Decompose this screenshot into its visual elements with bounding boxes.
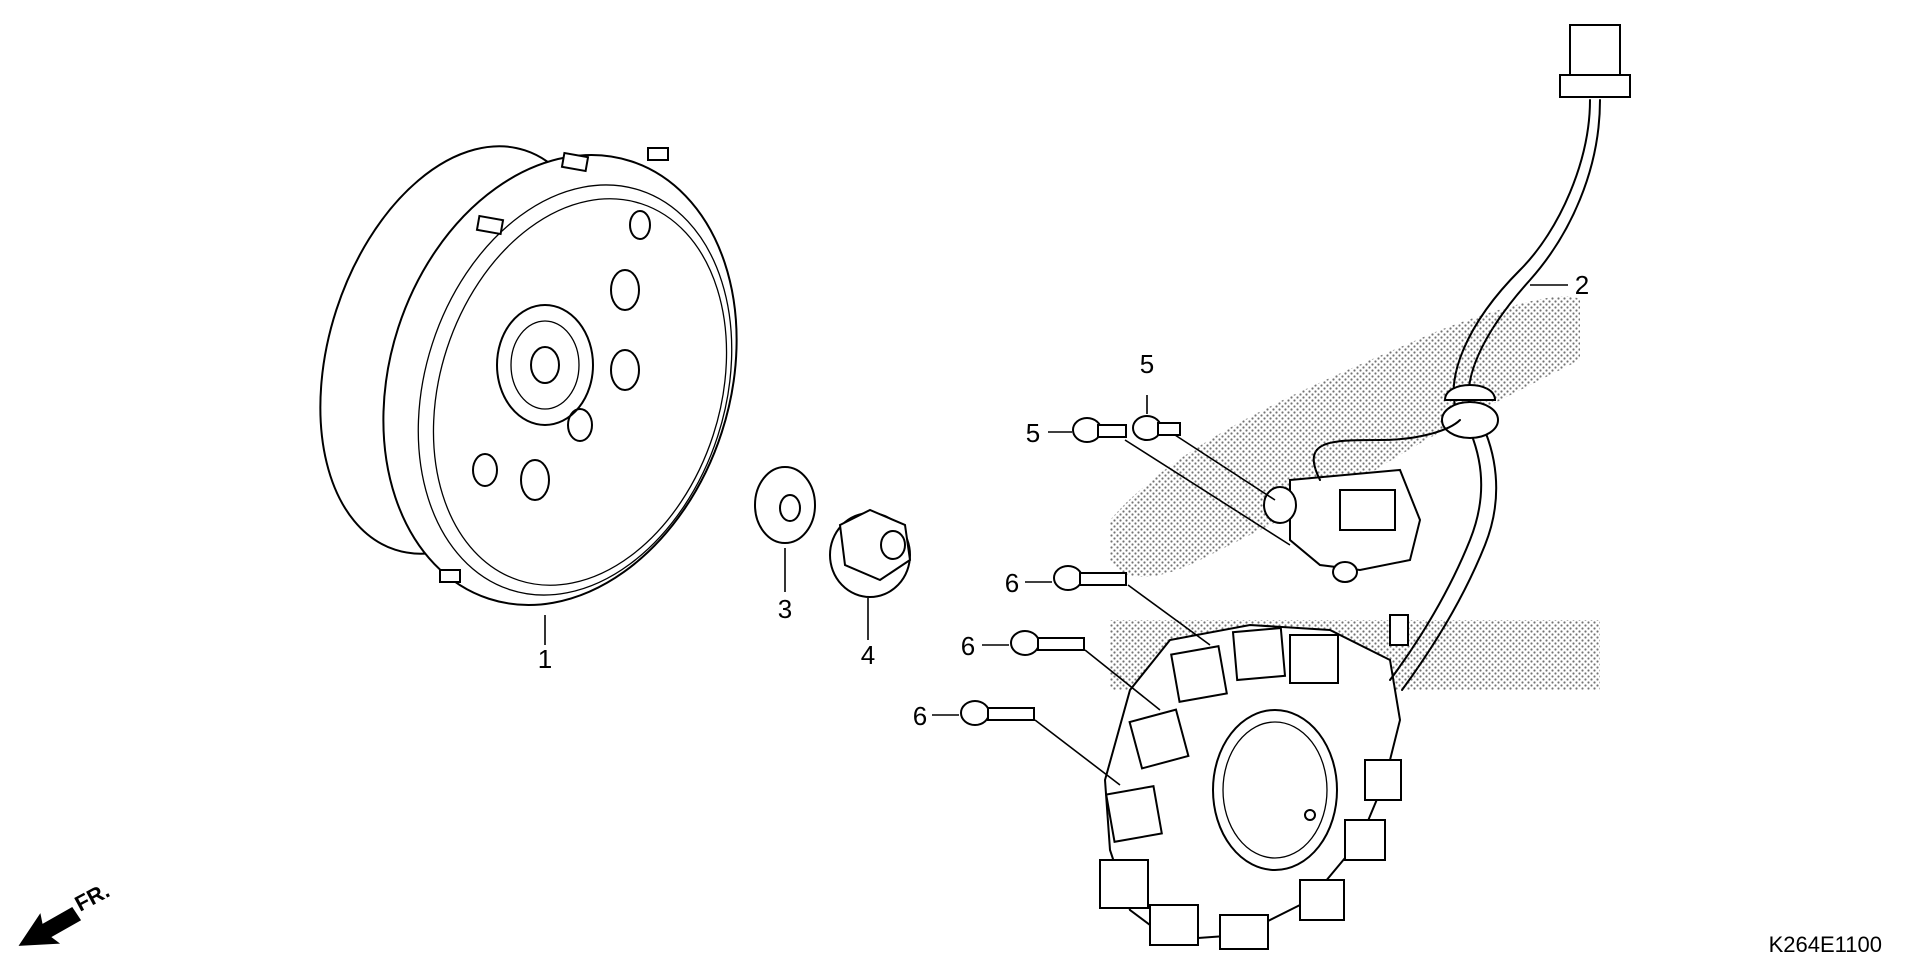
bolt-5-left xyxy=(1048,417,1291,546)
bolt-6-upper xyxy=(1025,565,1211,646)
diagram-code: K264E1100 xyxy=(1769,932,1882,957)
callout-6-lower: 6 xyxy=(913,701,927,731)
callout-2: 2 xyxy=(1575,270,1589,300)
front-direction-arrow: FR. xyxy=(18,878,114,946)
callout-6-upper: 6 xyxy=(1005,568,1019,598)
direction-label: FR. xyxy=(71,878,114,917)
washer-part xyxy=(754,466,816,592)
callout-5-left: 5 xyxy=(1026,418,1040,448)
flywheel-part xyxy=(319,145,738,645)
stator-part xyxy=(1099,623,1402,950)
bolt-5-upper xyxy=(1132,395,1276,501)
bolt-6-lower xyxy=(932,700,1121,786)
callout-3: 3 xyxy=(778,594,792,624)
bolt-6-middle xyxy=(982,630,1161,711)
nut-part xyxy=(829,508,912,640)
callout-4: 4 xyxy=(861,640,875,670)
callout-1: 1 xyxy=(538,644,552,674)
callout-5-top: 5 xyxy=(1140,349,1154,379)
callout-6-middle: 6 xyxy=(961,631,975,661)
harness-part xyxy=(1263,24,1631,691)
